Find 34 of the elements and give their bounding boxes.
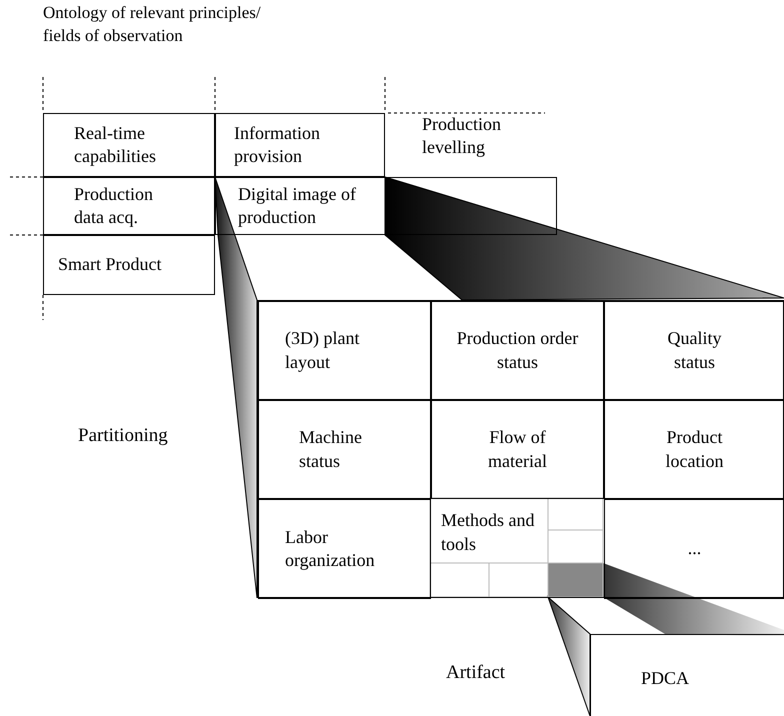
cell-text: Smart Product <box>58 253 162 276</box>
cell-text: (3D) plant layout <box>285 327 360 374</box>
cell-text: Real-time capabilities <box>74 122 157 168</box>
grid-cell <box>590 634 784 716</box>
cell-text: Production data acq. <box>74 182 154 229</box>
cell-text: PDCA <box>641 667 690 690</box>
cell-text: Machine status <box>299 426 363 472</box>
zoom-box <box>257 300 784 598</box>
grid-cell <box>258 499 431 599</box>
grid-cell <box>43 235 215 295</box>
cell-text: ... <box>688 537 702 560</box>
cell-text: Quality status <box>666 327 722 374</box>
cell-text: Methods and tools <box>441 509 536 556</box>
grid-cell <box>43 113 215 177</box>
cell-text: Production levelling <box>422 113 502 160</box>
grid-cell <box>215 177 557 235</box>
heading: Ontology of relevant principles/ fields of observation <box>43 2 262 47</box>
cell-text: Production order status <box>456 327 580 374</box>
grid-cell <box>604 499 784 599</box>
grid-cell <box>258 400 431 499</box>
cell-text: Labor organization <box>285 526 376 572</box>
cell-text: Flow of material <box>487 426 548 472</box>
label: Artifact <box>446 662 506 684</box>
label: Partitioning <box>78 425 168 447</box>
grid-cell <box>431 400 604 499</box>
grid-cell <box>604 400 784 499</box>
cell-text: Digital image of production <box>238 182 357 229</box>
grid-cell <box>431 301 604 400</box>
grid-cell <box>215 113 385 177</box>
grid-cell <box>604 301 784 400</box>
grid-cell <box>43 177 215 235</box>
cell-text: Product location <box>664 426 724 472</box>
grid-cell <box>258 301 431 400</box>
cell-text: Information provision <box>234 122 321 168</box>
